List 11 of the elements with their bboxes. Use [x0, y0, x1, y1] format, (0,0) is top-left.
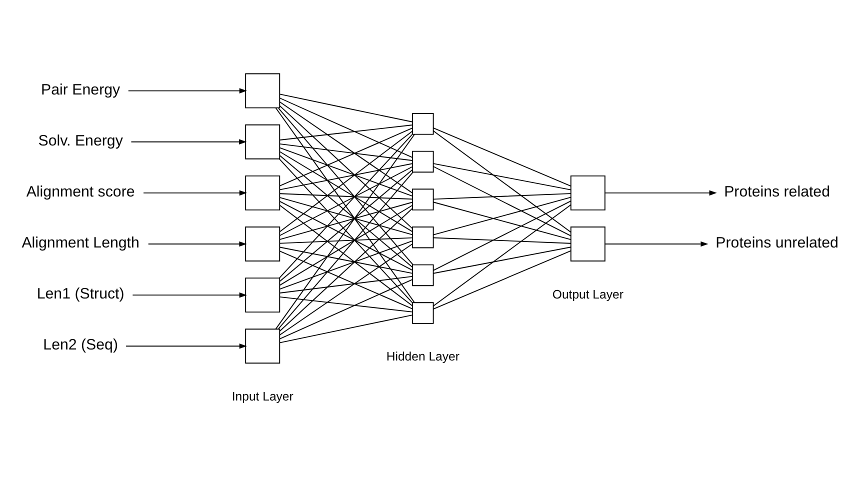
node-text: Proteins related: [724, 183, 830, 200]
node-text: Alignment Length: [22, 234, 140, 252]
label: Input Layer: [232, 388, 294, 403]
node-text: Solv. Energy: [38, 132, 123, 149]
node-text: Proteins unrelated: [716, 234, 838, 252]
node-text: Len1 (Struct): [36, 285, 124, 302]
node-text: Pair Energy: [41, 80, 120, 98]
label: Hidden Layer: [386, 349, 460, 364]
node-text: Len2 (Seq): [43, 336, 118, 354]
label: Output Layer: [552, 286, 624, 301]
node-text: Alignment score: [26, 183, 135, 200]
